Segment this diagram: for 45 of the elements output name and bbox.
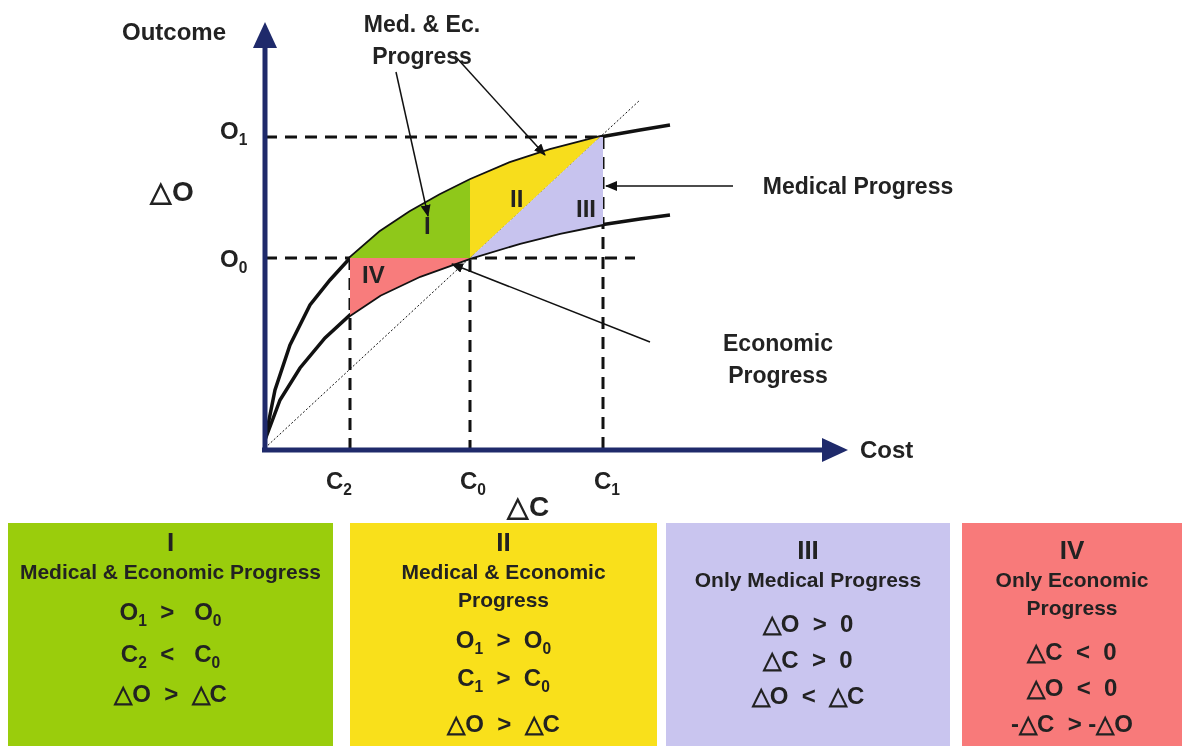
summary-card	[350, 523, 657, 746]
leader-arrow	[451, 263, 651, 343]
annotation-text: Medical Progress	[738, 170, 978, 202]
region-label: III	[576, 195, 596, 223]
region-label: II	[510, 185, 524, 213]
axis-label: Outcome	[122, 18, 226, 46]
axis-label: △O	[150, 175, 194, 208]
summary-card	[8, 523, 333, 746]
axis-label: C$_{0}$	[460, 467, 487, 499]
shaded-region	[350, 258, 470, 315]
inequality: -△C > -△O	[1011, 710, 1133, 738]
axis-label: Cost	[860, 436, 914, 464]
leader-arrow	[395, 71, 431, 217]
inequality: △O < △C	[751, 682, 865, 710]
card-heading: Medical & Economic Progress	[400, 559, 607, 613]
inequality: C$_{2}$ < C$_{0}$	[120, 639, 221, 672]
shaded-region	[350, 180, 470, 258]
annotation-text: Economic Progress	[698, 327, 858, 391]
card-heading: Only Medical Progress	[693, 567, 923, 593]
summary-card	[666, 523, 950, 746]
inequality: O$_{1}$ > O$_{0}$	[119, 598, 222, 630]
numeral: II	[496, 527, 511, 558]
inequality: O$_{1}$ > O$_{0}$	[455, 626, 552, 658]
region-label: IV	[362, 261, 385, 289]
numeral: III	[797, 535, 819, 566]
inequality: △C > 0	[763, 646, 853, 674]
card-heading: Medical & Economic Progress	[18, 559, 323, 585]
axis-label: C$_{1}$	[594, 467, 621, 499]
axis-label: C$_{2}$	[326, 467, 353, 499]
inequality: △O > △C	[114, 679, 227, 708]
card-heading: Only Economic Progress	[994, 567, 1150, 621]
annotation-text: Med. & Ec. Progress	[352, 8, 492, 72]
region-label: I	[424, 212, 431, 240]
leader-arrow	[605, 181, 734, 191]
inequality: △C < 0	[1027, 638, 1117, 666]
inequality: △O > 0	[762, 610, 854, 638]
inequality: C$_{1}$ > C$_{0}$	[457, 663, 550, 696]
inequality: △O > △C	[447, 709, 560, 738]
axis-label: O$_{1}$	[220, 117, 248, 149]
axis-label: △C	[507, 490, 550, 523]
axis-label: O$_{0}$	[220, 245, 248, 277]
numeral: IV	[1059, 535, 1085, 566]
numeral: I	[166, 527, 175, 558]
inequality: △O < 0	[1026, 674, 1118, 702]
summary-card	[962, 523, 1182, 746]
